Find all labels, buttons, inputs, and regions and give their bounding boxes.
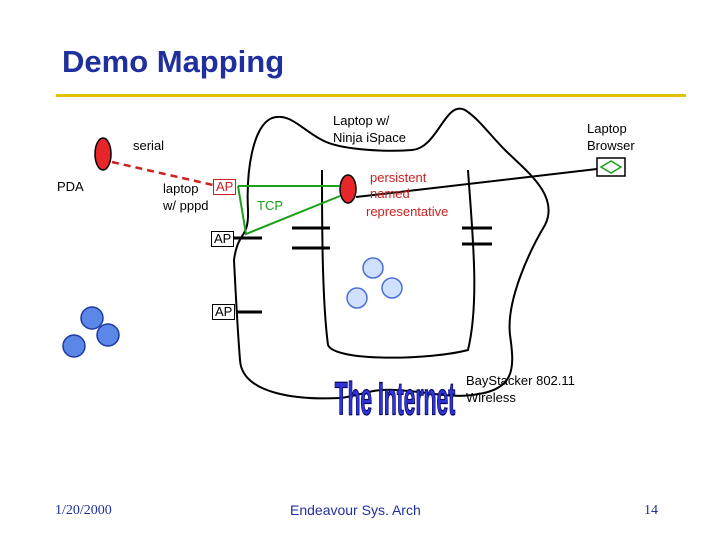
- baystack-label-1: BayStacker 802.11: [466, 373, 575, 388]
- laptop-pppd-label-2: w/ pppd: [163, 198, 209, 213]
- persistent-label-1: persistent: [370, 170, 427, 185]
- browser-label-2: Browser: [587, 138, 635, 153]
- ispace-boundary: [232, 107, 550, 400]
- node-light-3: [346, 287, 368, 309]
- browser-diamond-icon: [599, 160, 623, 174]
- tcp-label: TCP: [257, 198, 283, 213]
- page-title: Demo Mapping: [62, 44, 285, 79]
- node-blue-2: [96, 323, 120, 347]
- ap-label-1: AP: [213, 179, 237, 195]
- internet-logo-text: The Internet: [335, 373, 456, 424]
- internet-logo: The Internet: [334, 373, 456, 425]
- inner-room: [321, 169, 476, 359]
- ap-label-2: AP: [211, 231, 235, 247]
- footer-date: 1/20/2000: [55, 503, 112, 518]
- serial-label: serial: [133, 138, 165, 153]
- title-underline: [56, 94, 686, 97]
- laptop-pppd-label-1: laptop: [163, 181, 199, 196]
- pda-device: [94, 137, 112, 171]
- browser-link: [355, 168, 598, 198]
- node-light-2: [381, 277, 403, 299]
- node-blue-3: [62, 334, 86, 358]
- ninja-device: [339, 174, 357, 204]
- pda-label: PDA: [57, 179, 84, 194]
- serial-cable: [111, 160, 214, 187]
- ap-label-3: AP: [212, 304, 236, 320]
- node-blue-1: [80, 306, 104, 330]
- persistent-label-2: named: [370, 186, 410, 201]
- node-light-1: [362, 257, 384, 279]
- baystack-label-2: Wireless: [466, 390, 516, 405]
- ninja-label-1: Laptop w/: [333, 113, 390, 128]
- browser-label-1: Laptop: [587, 121, 627, 136]
- footer-page-number: 14: [644, 503, 658, 518]
- footer-center: Endeavour Sys. Arch: [290, 502, 421, 518]
- ninja-label-2: Ninja iSpace: [333, 130, 406, 145]
- tcp-link: [237, 185, 341, 236]
- persistent-label-3: representative: [366, 204, 449, 219]
